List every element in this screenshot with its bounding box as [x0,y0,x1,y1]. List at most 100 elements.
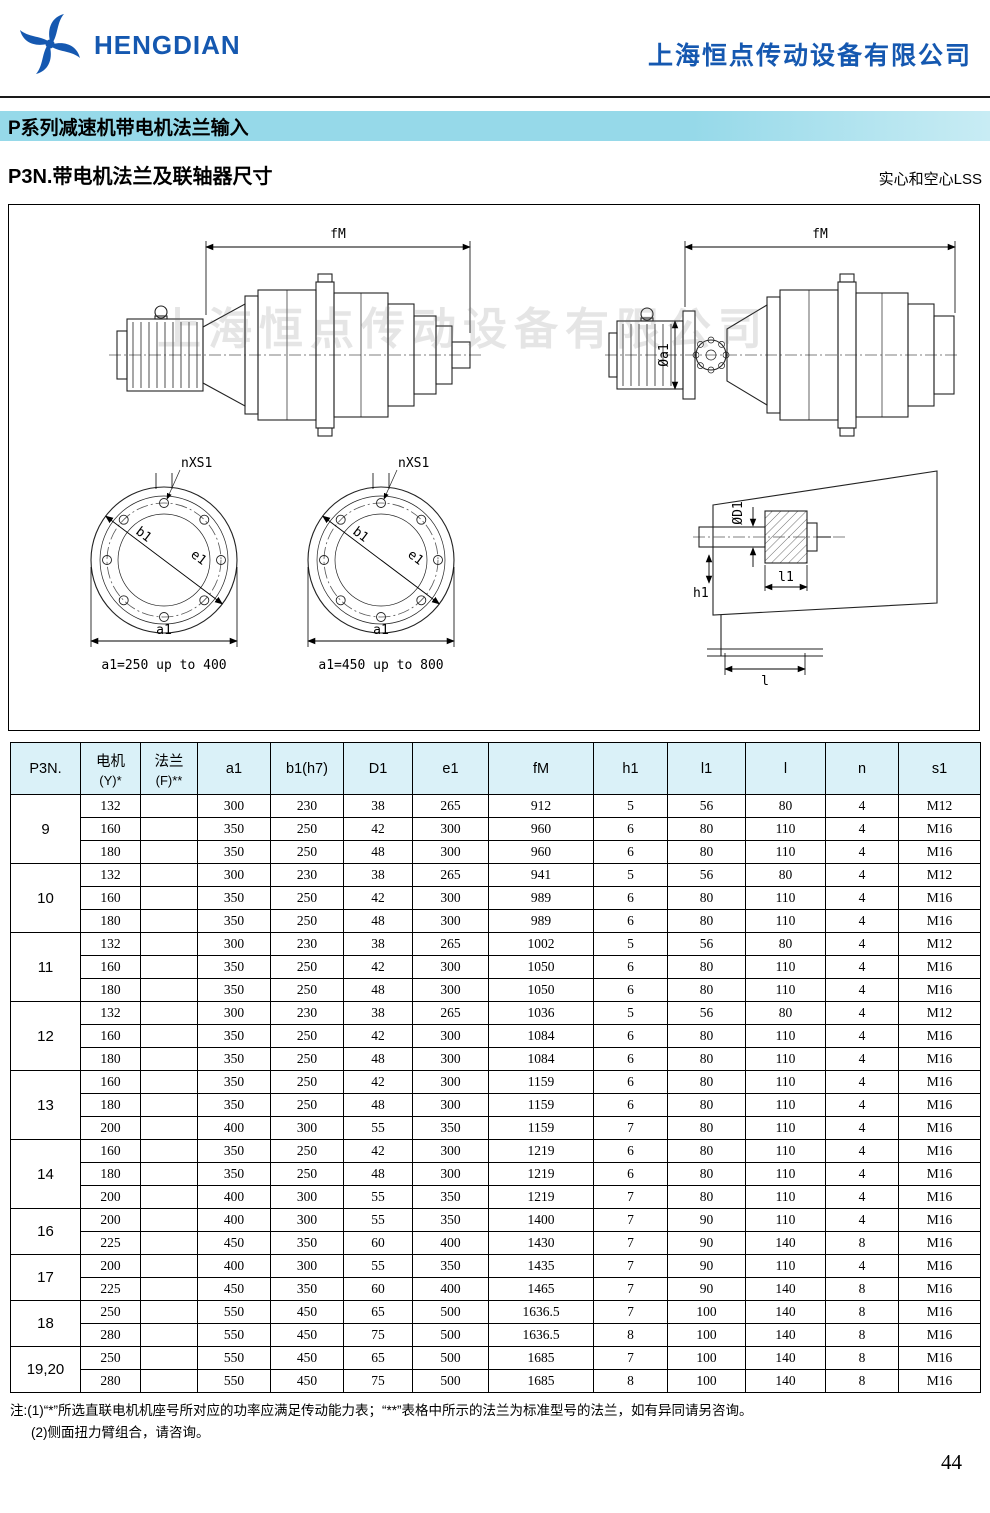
table-cell: 132 [80,794,141,818]
table-cell: 250 [270,1024,344,1048]
table-cell: 4 [825,1116,899,1140]
table-cell: 65 [343,1300,413,1324]
table-cell: 75 [343,1369,413,1393]
table-cell: 42 [343,1024,413,1048]
table-cell [140,1116,198,1140]
table-cell: 80 [745,863,826,887]
p3n-group-cell: 11 [10,932,81,1002]
table-cell: 6 [593,978,668,1002]
table-cell: 90 [667,1231,746,1255]
table-cell: 4 [825,978,899,1002]
table-cell: 5 [593,1001,668,1025]
table-cell: 225 [80,1277,141,1301]
table-cell: 250 [270,955,344,979]
table-cell [140,1300,198,1324]
table-cell: 300 [197,863,271,887]
table-cell: 100 [667,1300,746,1324]
table-cell: 6 [593,1093,668,1117]
table-cell: 250 [270,1070,344,1094]
table-cell: 550 [197,1369,271,1393]
table-cell: 80 [667,1047,746,1071]
column-header: h1 [593,742,668,795]
table-cell: 4 [825,817,899,841]
table-cell: M16 [898,955,981,979]
table-cell: 42 [343,1070,413,1094]
table-cell: 110 [745,840,826,864]
table-cell: 42 [343,886,413,910]
table-cell: 4 [825,1139,899,1163]
table-cell: M16 [898,1185,981,1209]
company-name: 上海恒点传动设备有限公司 [647,42,972,70]
table-cell: 110 [745,1047,826,1071]
table-cell: 55 [343,1116,413,1140]
table-cell: 60 [343,1277,413,1301]
table-cell: 8 [593,1323,668,1347]
table-cell: M16 [898,909,981,933]
oa1-dimension-label: Øa1 [657,343,672,366]
table-cell: M16 [898,1208,981,1232]
table-cell: 350 [197,978,271,1002]
table-cell: 7 [593,1277,668,1301]
table-cell: 200 [80,1116,141,1140]
table-cell: 110 [745,1070,826,1094]
table-cell: 7 [593,1300,668,1324]
l1-dimension-label: l1 [778,570,794,585]
table-cell: 56 [667,863,746,887]
table-cell: 4 [825,1254,899,1278]
table-cell: 110 [745,1208,826,1232]
table-cell: 7 [593,1231,668,1255]
table-cell: 8 [825,1346,899,1370]
table-cell: 180 [80,909,141,933]
table-cell: 6 [593,909,668,933]
column-header: D1 [343,742,413,795]
hengdian-pinwheel-logo-icon [20,14,80,74]
table-cell: 300 [412,978,489,1002]
table-cell: 230 [270,932,344,956]
nxs1-callout-label: nXS1 [398,456,429,471]
b1-dimension-label: b1 [133,524,155,545]
b1-dimension-label: b1 [350,524,372,545]
table-cell: 6 [593,1139,668,1163]
table-cell: 550 [197,1346,271,1370]
table-cell: 250 [270,886,344,910]
table-cell: 350 [412,1254,489,1278]
table-cell: 300 [412,840,489,864]
p3n-group-cell: 12 [10,1001,81,1071]
table-cell: 200 [80,1185,141,1209]
table-cell: 1636.5 [488,1300,594,1324]
table-cell: 4 [825,1185,899,1209]
table-cell: 140 [745,1369,826,1393]
table-cell: 912 [488,794,594,818]
table-cell: 350 [270,1231,344,1255]
table-cell: 110 [745,1024,826,1048]
table-cell [140,886,198,910]
table-cell [140,1093,198,1117]
column-header: l [745,742,826,795]
table-cell: 4 [825,955,899,979]
table-cell: 110 [745,1162,826,1186]
table-cell: 1465 [488,1277,594,1301]
l-dimension-label: l [761,674,769,689]
table-cell: 110 [745,909,826,933]
table-cell [140,1277,198,1301]
e1-dimension-label: e1 [405,547,427,568]
table-cell: 110 [745,1254,826,1278]
table-cell [140,840,198,864]
table-cell: 56 [667,794,746,818]
table-cell: 8 [825,1277,899,1301]
table-cell: 450 [270,1369,344,1393]
table-cell: M16 [898,1346,981,1370]
table-cell: 250 [270,1093,344,1117]
table-cell [140,932,198,956]
column-header: 电机(Y)* [80,742,141,795]
